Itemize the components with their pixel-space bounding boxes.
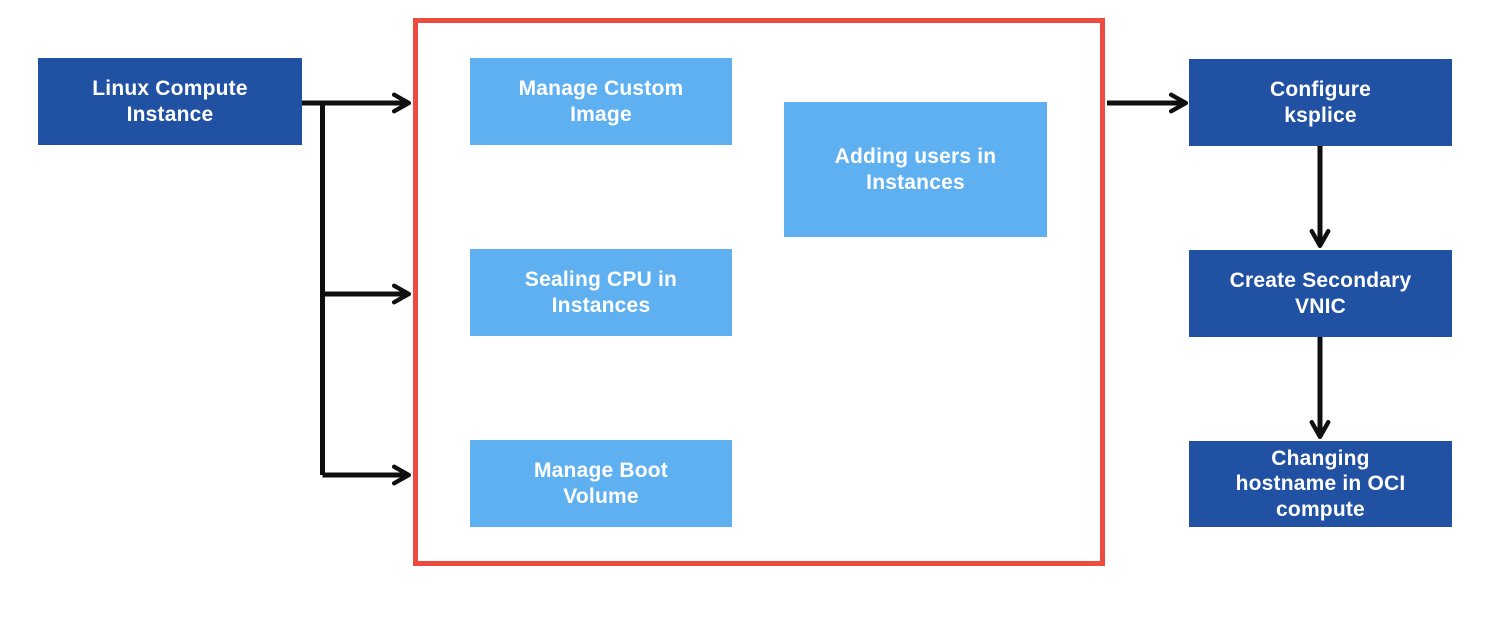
node-create-secondary-vnic: Create Secondary VNIC (1189, 250, 1452, 337)
node-changing-hostname-in-oci-compute: Changing hostname in OCI compute (1189, 441, 1452, 527)
node-label-manage-boot-volume: Manage Boot Volume (533, 458, 669, 508)
node-label-linux-compute-instance: Linux Compute Instance (92, 76, 248, 126)
node-linux-compute-instance: Linux Compute Instance (38, 58, 302, 145)
node-sealing-cpu-in-instances: Sealing CPU in Instances (470, 249, 732, 336)
node-adding-users-in-instances: Adding users in Instances (784, 102, 1047, 237)
node-label-changing-hostname-in-oci-compute: Changing hostname in OCI compute (1235, 446, 1406, 521)
group-container-border (413, 18, 1105, 566)
node-label-configure-ksplice: Configure ksplice (1270, 77, 1371, 127)
node-label-adding-users-in-instances: Adding users in Instances (834, 144, 997, 194)
node-manage-custom-image: Manage Custom Image (470, 58, 732, 145)
node-label-sealing-cpu-in-instances: Sealing CPU in Instances (524, 267, 678, 317)
node-label-create-secondary-vnic: Create Secondary VNIC (1229, 268, 1412, 318)
node-label-manage-custom-image: Manage Custom Image (518, 76, 684, 126)
node-configure-ksplice: Configure ksplice (1189, 59, 1452, 146)
node-manage-boot-volume: Manage Boot Volume (470, 440, 732, 527)
